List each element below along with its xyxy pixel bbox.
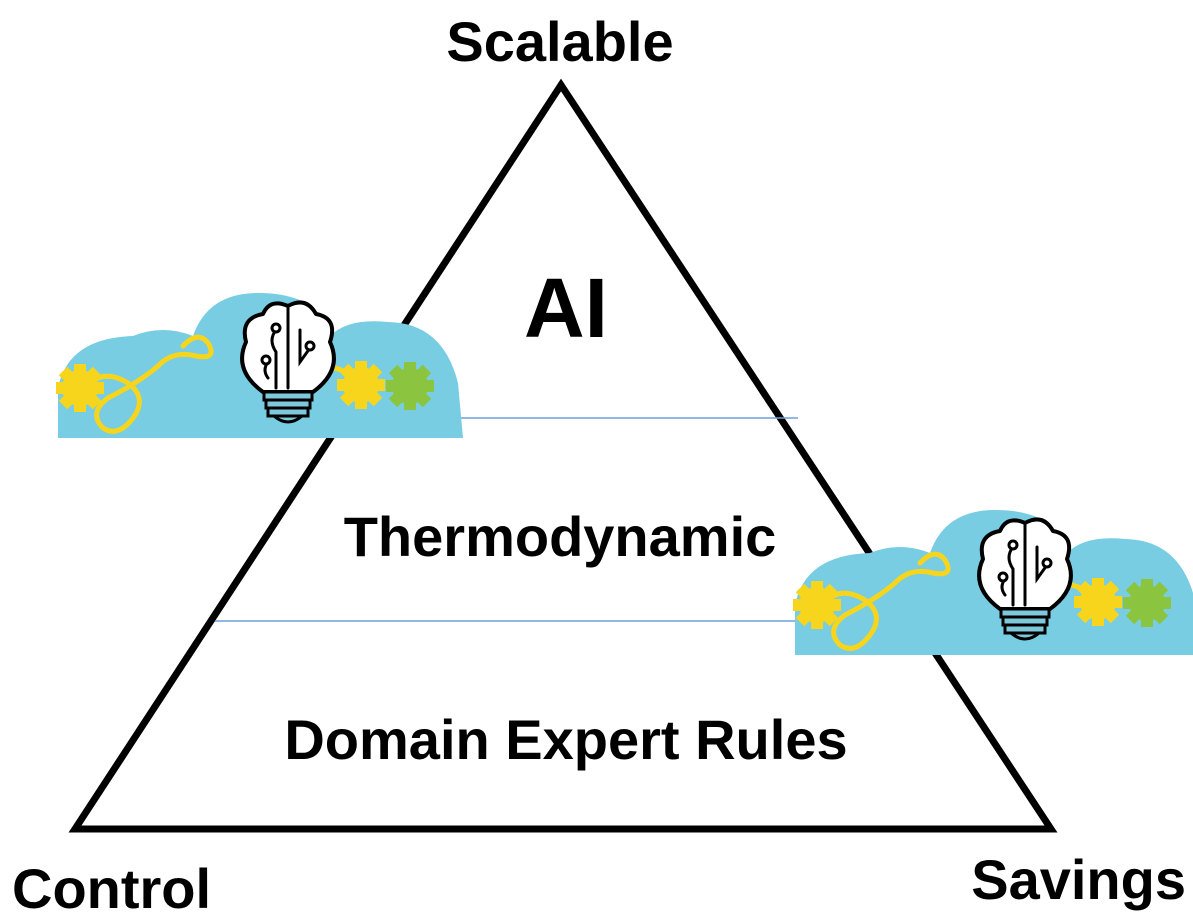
- left-cloud-brain-bulb-icon: [56, 293, 463, 438]
- tier-bottom-label: Domain Expert Rules: [284, 708, 847, 771]
- corner-left-label: Control: [12, 857, 211, 920]
- tier-top-label: AI: [524, 261, 608, 355]
- corner-right-label: Savings: [971, 848, 1186, 911]
- corner-top-label: Scalable: [446, 10, 673, 73]
- tier-middle-label: Thermodynamic: [344, 505, 777, 568]
